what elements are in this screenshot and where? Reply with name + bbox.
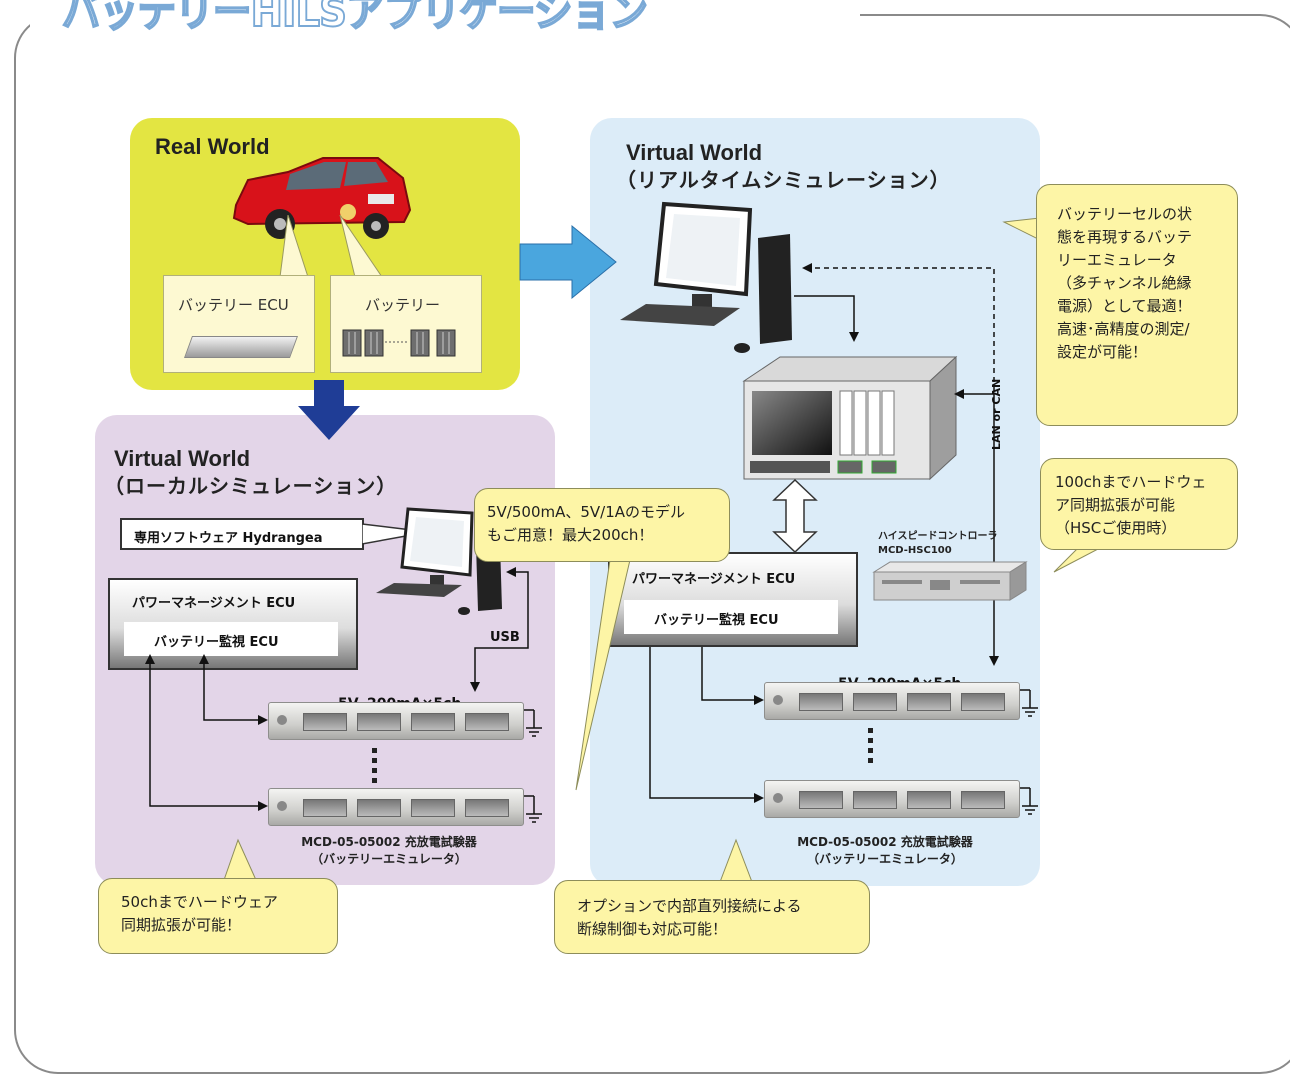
rt-monitor-ecu-label: バッテリー監視 ECU [654, 613, 779, 628]
usb-label: USB [490, 630, 520, 645]
local-product-label: MCD-05-05002 充放電試験器 （バッテリーエミュレータ） [274, 834, 504, 868]
realtime-simulator-icon [742, 355, 958, 481]
emulator-callout-line: 設定が可能！ [1057, 343, 1148, 361]
rt-product-desc: （バッテリーエミュレータ） [807, 852, 963, 866]
title-backdrop [30, 0, 860, 30]
hsc-callout-line: 100chまでハードウェ [1055, 473, 1207, 491]
software-pointer [362, 523, 429, 545]
series-callout-line: オプションで内部直列接続による [577, 897, 802, 915]
real-world-heading: Real World [155, 134, 270, 159]
local-sync-callout-line: 同期拡張が可能！ [121, 916, 242, 934]
local-product-name: MCD-05-05002 充放電試験器 [301, 835, 477, 849]
rt-pc-icon [620, 201, 792, 353]
controller-label: ハイスピードコントローラ MCD-HSC100 [878, 530, 998, 558]
emulator-callout-line: 高速･高精度の測定/ [1057, 320, 1190, 338]
rt-product-name: MCD-05-05002 充放電試験器 [797, 835, 973, 849]
rt-product-label: MCD-05-05002 充放電試験器 （バッテリーエミュレータ） [770, 834, 1000, 868]
local-sync-callout: 50chまでハードウェア 同期拡張が可能！ [98, 878, 338, 954]
hsc-callout-line: ア同期拡張が可能 [1055, 496, 1176, 514]
rt-subheading: （リアルタイムシミュレーション） [616, 168, 951, 192]
local-ground-icons [524, 709, 542, 823]
local-ellipsis [372, 748, 377, 786]
models-callout: 5V/500mA、5V/1Aのモデル もご用意！最大200ch！ [474, 488, 730, 562]
local-monitor-ecu: バッテリー監視 ECU [124, 622, 338, 656]
arrow-down-icon [298, 380, 360, 440]
controller-device-icon [872, 561, 1028, 601]
rt-heading: Virtual World [626, 140, 763, 165]
battery-ecu-label: バッテリー ECU [178, 296, 289, 314]
emulator-callout-line: バッテリーセルの状 [1057, 205, 1193, 223]
rt-ground-icons [1020, 689, 1038, 815]
emulator-callout-line: 電源）として最適！ [1057, 297, 1192, 315]
emulator-callout-line: 態を再現するバッテ [1057, 228, 1193, 246]
local-emulator-unit-2 [268, 788, 524, 826]
rt-emulator-unit-2 [764, 780, 1020, 818]
software-label: 専用ソフトウェア Hydrangea [134, 531, 323, 546]
rt-ellipsis [868, 728, 873, 766]
local-sync-callout-line: 50chまでハードウェア [121, 893, 278, 911]
battery-ecu-box: バッテリー ECU [163, 275, 315, 373]
emulator-callout: バッテリーセルの状 態を再現するバッテ リーエミュレータ （多チャンネル絶縁 電… [1036, 184, 1238, 426]
local-subheading: （ローカルシミュレーション） [104, 474, 398, 498]
battery-cells-icon [342, 329, 456, 357]
models-callout-line: 5V/500mA、5V/1Aのモデル [487, 503, 686, 521]
rt-emulator-unit-1 [764, 682, 1020, 720]
car-icon [232, 157, 412, 239]
software-box: 専用ソフトウェア Hydrangea [120, 518, 364, 550]
emulator-callout-line: （多チャンネル絶縁 [1057, 274, 1192, 292]
controller-model: MCD-HSC100 [878, 545, 952, 556]
series-callout-line: 断線制御も対応可能！ [577, 920, 728, 938]
emulator-callout-line: リーエミュレータ [1057, 251, 1177, 269]
models-callout-line: もご用意！最大200ch！ [487, 526, 654, 544]
local-connection-lines [145, 567, 529, 811]
rt-monitor-ecu: バッテリー監視 ECU [624, 600, 838, 634]
local-monitor-ecu-label: バッテリー監視 ECU [154, 635, 279, 650]
hsc-callout-line: （HSCご使用時） [1055, 519, 1177, 537]
local-heading: Virtual World [114, 446, 251, 471]
arrow-right-icon [519, 224, 617, 300]
controller-name: ハイスピードコントローラ [878, 531, 998, 542]
battery-label: バッテリー [365, 296, 441, 314]
battery-box: バッテリー [330, 275, 482, 373]
hsc-callout: 100chまでハードウェ ア同期拡張が可能 （HSCご使用時） [1040, 458, 1238, 550]
local-product-desc: （バッテリーエミュレータ） [311, 852, 467, 866]
series-callout: オプションで内部直列接続による 断線制御も対応可能！ [554, 880, 870, 954]
rt-power-ecu-label: パワーマネージメント ECU [632, 572, 796, 587]
local-emulator-unit-1 [268, 702, 524, 740]
page-title: バッテリーHILSアプリケーション [61, 0, 649, 37]
local-power-ecu-label: パワーマネージメント ECU [132, 596, 296, 611]
